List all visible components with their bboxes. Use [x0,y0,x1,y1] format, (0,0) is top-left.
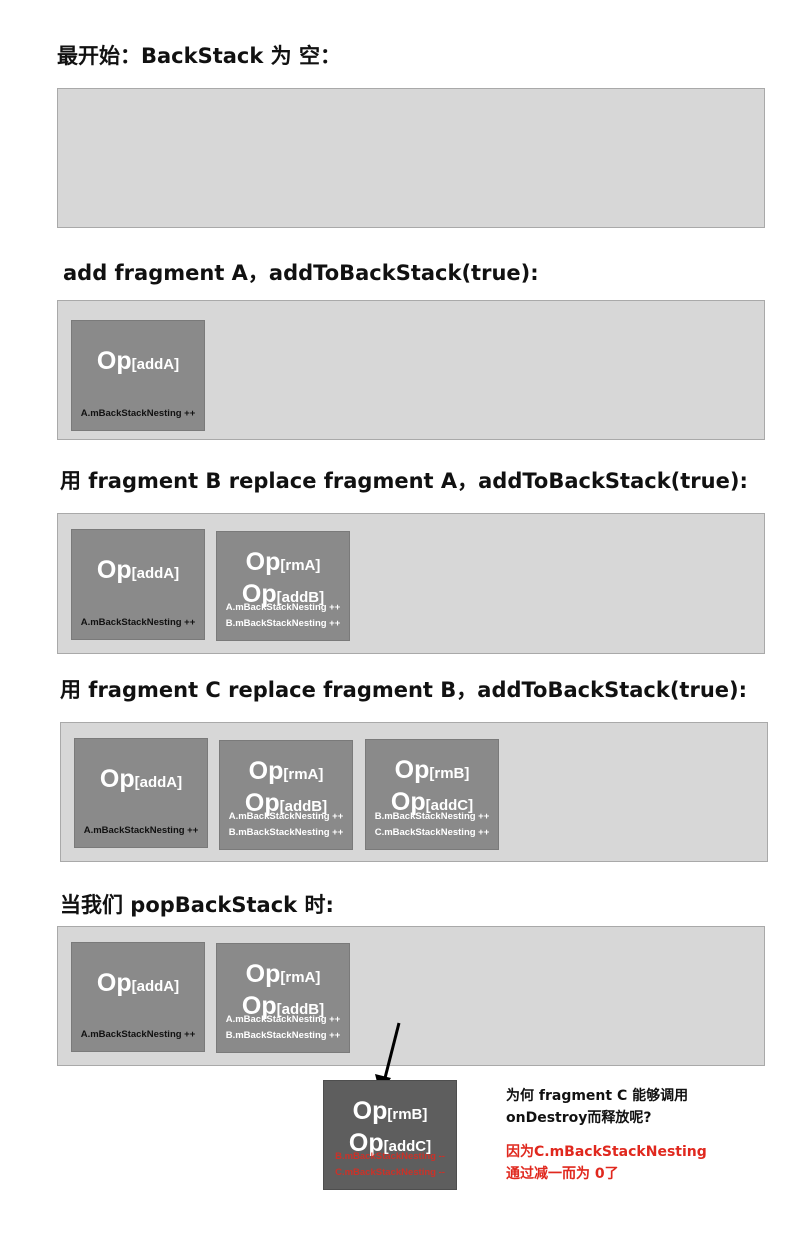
op-line: Op[addB] [244,789,328,817]
op-rm-a-add-b: Op[rmA] Op[addB] A.mBackStackNesting ++ … [219,740,353,850]
backstack-after-add-a: Op[addA] A.mBackStackNesting ++ [57,300,765,440]
nesting-note: B.mBackStackNesting ++ [225,1030,341,1041]
op-line: Op[addC] [348,1129,432,1157]
op-add-a: Op[addA] A.mBackStackNesting ++ [71,529,205,640]
section-5-title: 当我们 popBackStack 时: [60,893,334,917]
nesting-note: B.mBackStackNesting ++ [225,618,341,629]
nesting-note: B.mBackStackNesting ++ [228,827,344,838]
nesting-note: A.mBackStackNesting ++ [80,617,196,628]
nesting-note: A.mBackStackNesting ++ [225,602,341,613]
op-line: Op[rmA] [245,548,321,576]
answer-line-1: 因为C.mBackStackNesting [506,1144,707,1160]
op-line: Op[rmA] [248,757,324,785]
op-line: Op[rmA] [245,960,321,988]
nesting-note: A.mBackStackNesting ++ [228,811,344,822]
op-rm-a-add-b: Op[rmA] Op[addB] A.mBackStackNesting ++ … [216,943,350,1053]
op-popped-rm-b-add-c: Op[rmB] Op[addC] B.mBackStackNesting -- … [323,1080,457,1190]
backstack-after-replace-b: Op[addA] A.mBackStackNesting ++ Op[rmA] … [57,513,765,654]
explanation: 为何 fragment C 能够调用 onDestroy而释放呢? 因为C.mB… [506,1085,707,1185]
nesting-note: C.mBackStackNesting ++ [374,827,490,838]
nesting-note: A.mBackStackNesting ++ [225,1014,341,1025]
op-rm-b-add-c: Op[rmB] Op[addC] B.mBackStackNesting ++ … [365,739,499,850]
backstack-after-replace-c: Op[addA] A.mBackStackNesting ++ Op[rmA] … [60,722,768,862]
op-line: Op[rmB] [394,756,470,784]
question-line-2: onDestroy而释放呢? [506,1110,652,1126]
nesting-decrement-note: C.mBackStackNesting -- [335,1167,445,1178]
op-line: Op[addC] [390,788,474,816]
section-2-title: add fragment A，addToBackStack(true): [63,261,539,285]
backstack-after-pop: Op[addA] A.mBackStackNesting ++ Op[rmA] … [57,926,765,1066]
op-add-a: Op[addA] A.mBackStackNesting ++ [71,942,205,1052]
op-line: Op[addB] [241,580,325,608]
op-line: Op[addB] [241,992,325,1020]
question-line-1: 为何 fragment C 能够调用 [506,1088,689,1104]
op-line: Op[rmB] [352,1097,428,1125]
nesting-note: A.mBackStackNesting ++ [80,408,196,419]
op-rm-a-add-b: Op[rmA] Op[addB] A.mBackStackNesting ++ … [216,531,350,641]
op-line: Op[addA] [96,556,180,584]
section-4-title: 用 fragment C replace fragment B，addToBac… [60,678,748,702]
nesting-note: A.mBackStackNesting ++ [83,825,199,836]
op-line: Op[addA] [96,969,180,997]
nesting-note: A.mBackStackNesting ++ [80,1029,196,1040]
op-line: Op[addA] [96,347,180,375]
answer-line-2: 通过减一而为 0了 [506,1166,619,1182]
op-add-a: Op[addA] A.mBackStackNesting ++ [74,738,208,848]
nesting-note: B.mBackStackNesting ++ [374,811,490,822]
backstack-empty [57,88,765,228]
section-1-title: 最开始：BackStack 为 空： [57,44,341,68]
op-add-a: Op[addA] A.mBackStackNesting ++ [71,320,205,431]
op-line: Op[addA] [99,765,183,793]
section-3-title: 用 fragment B replace fragment A，addToBac… [60,469,748,493]
nesting-decrement-note: B.mBackStackNesting -- [335,1151,445,1162]
